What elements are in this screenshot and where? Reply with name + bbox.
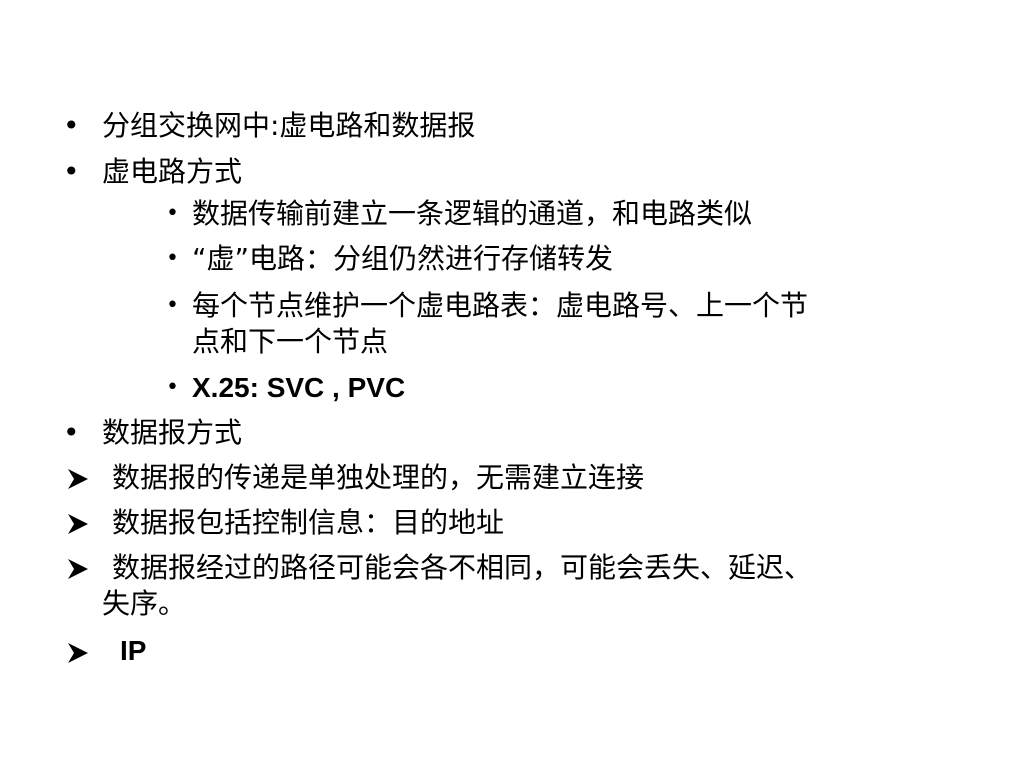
bullet-dot-icon: • (63, 416, 80, 449)
bullet-dot-icon: • (166, 246, 179, 271)
bullet-dot-icon: • (166, 375, 179, 400)
arrowhead-bullet-icon (68, 559, 88, 579)
arrowhead-bullet-icon (68, 643, 88, 663)
bullet-text: 数据报方式 (102, 416, 243, 449)
sub-bullet-text: 数据传输前建立一条逻辑的通道，和电路类似 (192, 197, 753, 230)
sub-bullet-text: “虚”电路：分组仍然进行存储转发 (192, 242, 614, 275)
arrow-bullet-text: IP (120, 635, 147, 666)
sub-bullet-text-line2: 点和下一个节点 (192, 325, 389, 358)
arrow-bullet-text-line2: 失序。 (102, 587, 187, 620)
sub-bullet-text-line1: 每个节点维护一个虚电路表：虚电路号、上一个节 (192, 289, 809, 322)
sub-bullet-text: X.25: SVC , PVC (192, 372, 406, 403)
bullet-text: 分组交换网中:虚电路和数据报 (102, 109, 476, 142)
bullet-dot-icon: • (63, 155, 80, 188)
arrowhead-bullet-icon (68, 514, 88, 534)
arrowhead-bullet-icon (68, 469, 88, 489)
bullet-dot-icon: • (166, 293, 179, 318)
arrow-bullet-text: 数据报包括控制信息：目的地址 (112, 506, 505, 539)
arrow-bullet-text-line1: 数据报经过的路径可能会各不相同，可能会丢失、延迟、 (112, 551, 813, 584)
bullet-dot-icon: • (166, 201, 179, 226)
bullet-dot-icon: • (63, 109, 80, 142)
bullet-text: 虚电路方式 (102, 155, 243, 188)
arrow-bullet-text: 数据报的传递是单独处理的，无需建立连接 (112, 461, 645, 494)
